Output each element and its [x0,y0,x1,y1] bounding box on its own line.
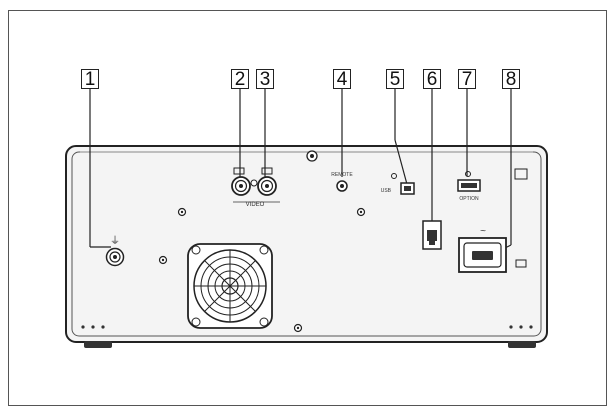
foot-left [84,341,112,348]
video-label: VIDEO [246,202,265,208]
remote-jack-icon [336,180,348,192]
callout-5: 5 [386,69,404,89]
option-usb-icon [457,171,481,192]
screw-icon-top [306,150,318,162]
callout-8: 8 [502,69,520,89]
ac-inlet-icon [458,237,507,273]
screw-icon [250,179,258,187]
foot-right [508,341,536,348]
video-output-icon [257,167,277,196]
ground-terminal-icon [105,247,125,267]
callout-1: 1 [81,69,99,89]
ground-symbol: ⏚ [110,235,120,247]
callout-2: 2 [231,69,249,89]
video-input-icon [231,167,251,196]
callout-4: 4 [333,69,351,89]
vent-dots-right [509,325,533,329]
callout-7: 7 [458,69,476,89]
lan-port-icon [422,220,442,250]
ac-symbol: ~ [480,226,486,237]
remote-label: REMOTE [331,172,353,178]
vent-dots-left [81,325,105,329]
device-body [65,145,548,343]
option-label: OPTION [459,196,479,202]
label-plate-bottom [515,259,527,268]
callout-3: 3 [256,69,274,89]
usb-label: USB [381,188,392,194]
usb-icon [391,173,415,195]
cooling-fan-icon [187,243,273,329]
callout-6: 6 [423,69,441,89]
label-plate-top [514,168,528,180]
leader-lines [89,89,512,255]
